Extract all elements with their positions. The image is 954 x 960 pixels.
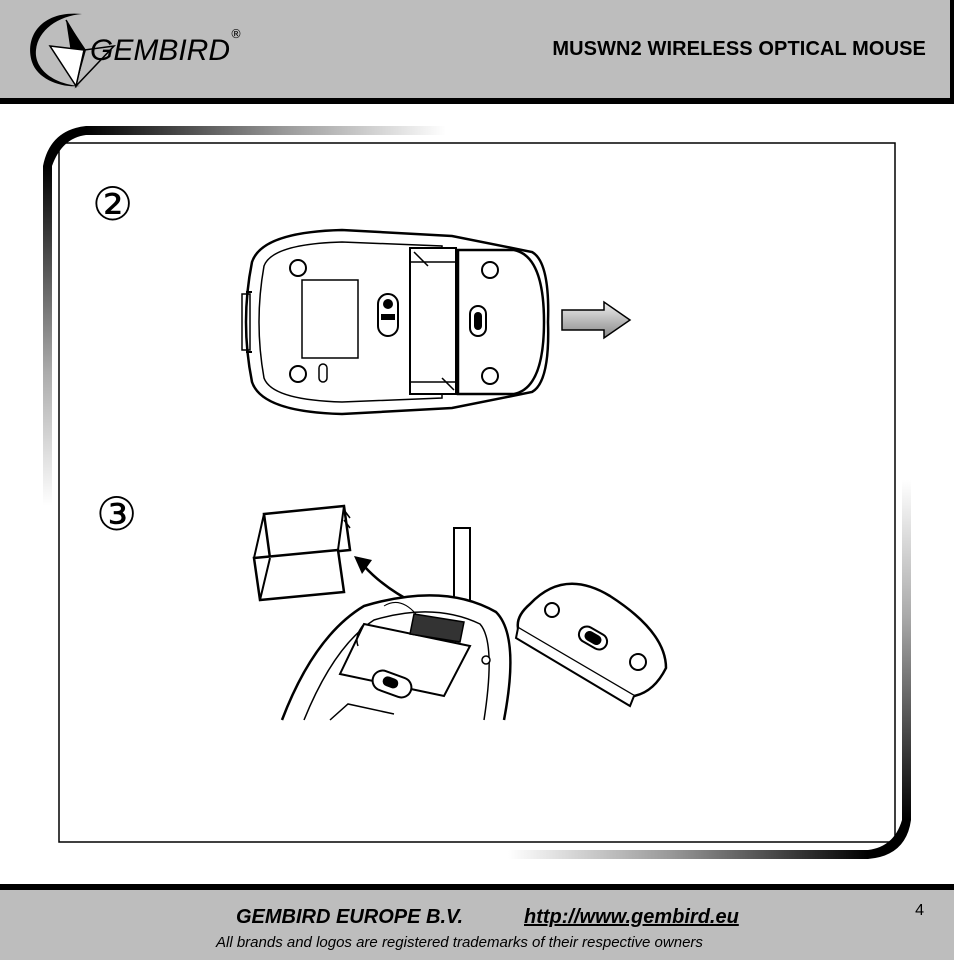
arrow-right-icon bbox=[561, 300, 632, 340]
page-number: 4 bbox=[915, 902, 924, 919]
receiver-removal-illustration bbox=[252, 504, 668, 721]
website-link[interactable]: http://www.gembird.eu bbox=[524, 906, 739, 928]
document-title: MUSWN2 WIRELESS OPTICAL MOUSE bbox=[552, 38, 926, 60]
brand-text: GEMBIRD bbox=[90, 34, 230, 67]
trademark-notice: All brands and logos are registered trad… bbox=[216, 934, 703, 951]
page-header: GEMBIRD ® MUSWN2 WIRELESS OPTICAL MOUSE bbox=[0, 0, 954, 104]
mouse-bottom-cover-open-illustration bbox=[241, 228, 632, 416]
company-name: GEMBIRD EUROPE B.V. bbox=[236, 906, 464, 928]
usb-receiver-icon bbox=[252, 504, 352, 602]
registered-mark: ® bbox=[230, 27, 242, 41]
gembird-logo: GEMBIRD ® bbox=[30, 13, 242, 89]
step-3-number: ③ bbox=[96, 487, 138, 541]
step-2-number: ② bbox=[92, 177, 134, 231]
page-footer: GEMBIRD EUROPE B.V. http://www.gembird.e… bbox=[0, 884, 954, 960]
